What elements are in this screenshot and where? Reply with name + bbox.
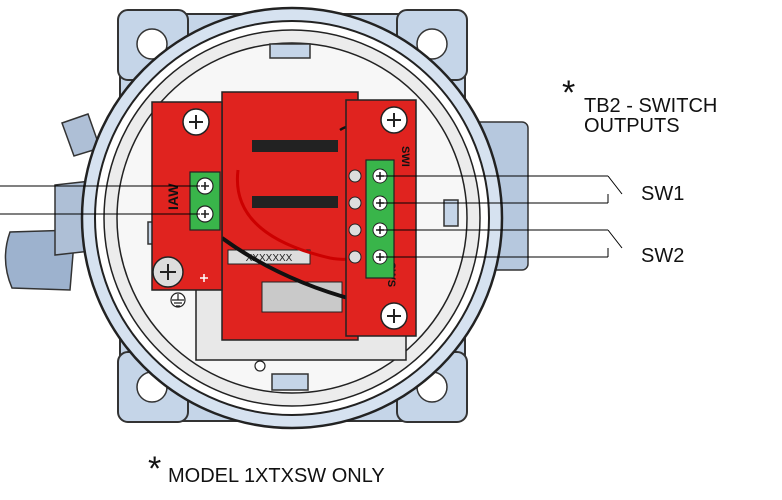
plate-hole [254, 360, 266, 372]
footnote-asterisk: * [148, 450, 162, 488]
center-board-slot2 [252, 196, 338, 208]
footnote-text: MODEL 1XTXSW ONLY [168, 465, 385, 487]
chip-label: XXXXXXX [246, 253, 293, 264]
black-wire [220, 236, 356, 302]
ground-screw-slot [160, 264, 176, 280]
right-tab [443, 199, 459, 227]
center-board-slot1 [252, 140, 338, 152]
sw1-wiring [378, 175, 623, 204]
screw-slot [387, 113, 401, 127]
tb2-title: TB2 - SWITCH OUTPUTS [584, 96, 717, 136]
tb2-asterisk: * [562, 74, 576, 112]
sw1-label: SW1 [641, 183, 685, 205]
screw-slot [189, 115, 203, 129]
ground-symbol-icon [170, 292, 186, 308]
sw2-label: SW2 [641, 245, 685, 267]
tb2-title-line1: TB2 - SWITCH [584, 95, 718, 117]
mount-hole-tr [416, 28, 448, 60]
screw-slot [387, 309, 401, 323]
center-window [261, 281, 343, 313]
left-board-marking: IAW [165, 183, 181, 210]
mount-hole-tl [136, 28, 168, 60]
ground-arrow [200, 274, 208, 282]
bottom-tab [271, 373, 309, 391]
sw2-wiring [378, 229, 623, 258]
top-tab [269, 43, 311, 59]
right-board-marking-top: SWI [399, 146, 411, 167]
terminal-screw-slot [201, 182, 209, 218]
tb2-title-line2: OUTPUTS [584, 115, 680, 137]
